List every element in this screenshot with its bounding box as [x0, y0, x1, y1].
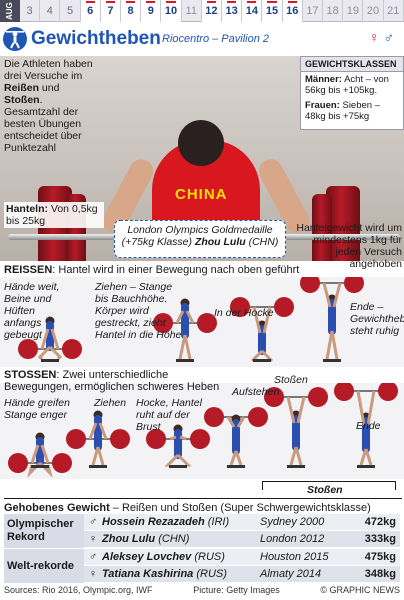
lifter-figure — [334, 383, 398, 468]
gender-icon: ♂ — [88, 516, 98, 528]
picture-credit: Picture: Getty Images — [193, 585, 280, 595]
record-weight: 475kg — [364, 551, 396, 563]
title-row: Gewichtheben Riocentro – Pavilion 2 ♀ ♂ — [0, 24, 404, 54]
date-cell: 20 — [363, 0, 384, 22]
lifter-figure — [146, 424, 210, 468]
gender-icons: ♀ ♂ — [369, 29, 394, 45]
lifter-figure — [300, 277, 364, 362]
record-weight: 472kg — [364, 516, 396, 528]
record-row: ♂ Aleksey Lovchev (RUS) Houston 2015 475kg — [84, 549, 400, 566]
date-cell: 14 — [242, 0, 263, 22]
record-place: Houston 2015 — [260, 551, 329, 563]
clean-jerk-note: Hocke, Hantel ruht auf der Brust — [136, 397, 202, 433]
snatch-sequence — [18, 277, 364, 363]
records-group: Welt-rekorde ♂ Aleksey Lovchev (RUS) Housto… — [4, 549, 400, 584]
month-label: AUG — [0, 0, 20, 22]
gender-icon: ♂ — [88, 551, 98, 563]
clean-jerk-note: Stoßen — [274, 374, 308, 386]
venue-label: Riocentro – Pavilion 2 — [162, 33, 270, 45]
intro-text: Die Athleten haben drei Versuche im Reiß… — [4, 58, 93, 154]
date-cell: 5 — [60, 0, 81, 22]
record-row: ♀ Zhou Lulu (CHN) London 2012 333kg — [84, 531, 400, 548]
clean-jerk-note: Hände greifen Stange enger — [4, 397, 70, 421]
sources-credit: Sources: Rio 2016, Olympic.org, IWF — [4, 585, 153, 595]
male-icon: ♂ — [383, 29, 394, 45]
weightlifting-icon — [3, 27, 27, 51]
date-cell: 17 — [303, 0, 324, 22]
snatch-heading: Reißen: Hantel wird in einer Bewegung na… — [4, 264, 300, 276]
female-icon: ♀ — [369, 29, 380, 45]
record-place: Almaty 2014 — [260, 568, 322, 580]
record-weight: 333kg — [364, 533, 396, 545]
clean-jerk-note: Ende — [356, 420, 381, 432]
date-cell: 19 — [343, 0, 364, 22]
date-cell: 11 — [182, 0, 202, 22]
clean-jerk-sequence — [8, 383, 398, 478]
lifter-figure — [66, 410, 130, 468]
jerk-bracket-label: Stoßen — [304, 484, 346, 496]
lifter-figure — [153, 298, 217, 362]
record-place: London 2012 — [260, 533, 325, 545]
clean-jerk-heading: Stoßen: Zwei unterschiedliche Bewegungen… — [4, 369, 220, 393]
record-row: ♂ Hossein Rezazadeh (IRI) Sydney 2000 472kg — [84, 514, 400, 531]
lifter-figure — [264, 387, 328, 468]
snatch-note: In der Hocke — [214, 307, 274, 319]
record-row: ♀ Tatiana Kashirina (RUS) Almaty 2014 348kg — [84, 566, 400, 583]
page-title: Gewichtheben — [31, 28, 161, 49]
lifter-figure — [230, 297, 294, 363]
record-holder: Aleksey Lovchev (RUS) — [102, 551, 225, 563]
clean-jerk-note: Ziehen — [94, 397, 127, 409]
clean-jerk-note: Aufstehen — [232, 386, 280, 398]
lifter-figure — [18, 316, 82, 362]
lifter-figure — [8, 432, 72, 478]
gender-icon: ♀ — [88, 568, 98, 580]
record-holder: Hossein Rezazadeh (IRI) — [102, 516, 230, 528]
records-heading: Gehobenes Gewicht – Reißen und Stoßen (S… — [4, 498, 402, 514]
date-cell: 18 — [323, 0, 344, 22]
lifter-figure — [204, 407, 268, 468]
snatch-note: Hände weit, Beine und Hüften anfangs geb… — [4, 281, 60, 341]
date-cell: 7 — [100, 0, 122, 22]
date-cell: 16 — [282, 0, 303, 22]
record-holder: Tatiana Kashirina (RUS) — [102, 568, 227, 580]
lifter-head — [178, 120, 224, 166]
records-group-label: Olympischer Rekord — [4, 514, 84, 548]
record-weight: 348kg — [364, 568, 396, 580]
records-group-label: Welt-rekorde — [4, 549, 84, 583]
date-cell: 8 — [121, 0, 142, 22]
women-classes: Frauen: Sieben – 48kg bis +75kg — [305, 100, 380, 122]
barbell-plate — [312, 194, 332, 261]
date-cell: 3 — [20, 0, 41, 22]
date-cell: 15 — [262, 0, 283, 22]
date-cell: 21 — [384, 0, 404, 22]
date-cell: 13 — [222, 0, 243, 22]
brand-credit: © GRAPHIC NEWS — [320, 585, 400, 595]
footer: Sources: Rio 2016, Olympic.org, IWF Pict… — [4, 585, 400, 595]
date-cell: 6 — [80, 0, 101, 22]
gender-icon: ♀ — [88, 533, 98, 545]
records-group: Olympischer Rekord ♂ Hossein Rezazadeh (IR… — [4, 514, 400, 549]
weight-classes-panel: GEWICHTSKLASSEN Männer: Acht – von 56kg … — [300, 56, 404, 130]
records-table: Olympischer Rekord ♂ Hossein Rezazadeh (IR… — [4, 514, 400, 584]
jerk-bracket — [262, 481, 396, 490]
shirt-text: CHINA — [175, 186, 228, 203]
gold-medal-caption: London Olympics Goldmedaille (+75kg Klas… — [114, 220, 286, 258]
plates-note: Hanteln: Von 0,5kg bis 25kg — [4, 202, 104, 228]
date-cell: 9 — [141, 0, 162, 22]
men-classes: Männer: Acht – von 56kg bis +105kg. — [305, 74, 389, 96]
record-place: Sydney 2000 — [260, 516, 325, 528]
weight-increase-note: Hantelgewicht wird um mindestens 1kg für… — [296, 222, 402, 270]
snatch-note: Ziehen – Stange bis Bauchhöhe. Körper wi… — [95, 281, 182, 341]
weight-classes-heading: GEWICHTSKLASSEN — [301, 57, 403, 72]
date-cell: 12 — [201, 0, 223, 22]
snatch-note: Ende – Gewichtheber steht ruhig — [350, 301, 404, 337]
date-cell: 4 — [40, 0, 61, 22]
date-cell: 10 — [161, 0, 182, 22]
record-holder: Zhou Lulu (CHN) — [102, 533, 190, 545]
